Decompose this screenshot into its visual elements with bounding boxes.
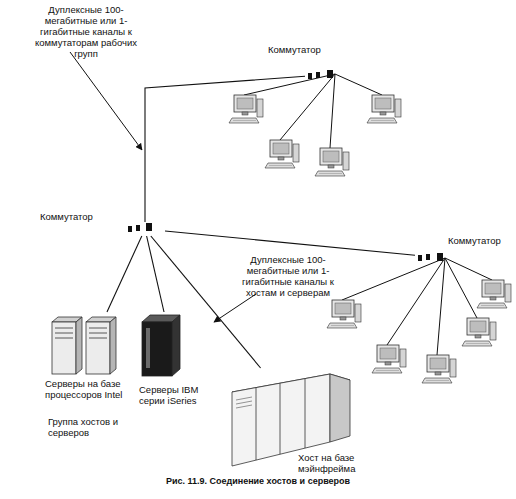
node-label: Коммутатор [268,44,348,55]
switch-box: Коммутатор [125,222,165,236]
figure-caption: Рис. 11.9. Соединение хостов и серверов [0,476,516,486]
network-link [107,236,142,312]
workstation [265,140,299,168]
server-box: Серверы на базе процессоров Intel [45,312,125,408]
workstation [422,355,456,383]
callout-note: Дуплексные 100-мегабитные или 1-гигабитн… [234,254,342,298]
workstation [477,280,511,308]
network-link [151,236,261,368]
workstation-wires [244,74,492,355]
switch-box: Коммутатор [305,68,341,82]
intel-server-icon [52,317,116,374]
workstation [372,345,406,373]
switch-box: Коммутатор [415,250,451,264]
callout-note: Дуплексные 100-мегабитные или 1-гигабитн… [30,4,142,59]
network-link [145,76,305,222]
node-label: Коммутатор [40,211,110,222]
workstation [462,318,496,346]
node-label: Серверы на базе процессоров Intel [45,378,125,400]
switch-symbol [128,70,443,261]
network-link [147,236,164,312]
workstation [327,300,361,328]
node-label: Хост на базе мэйнфрейма [298,452,383,474]
workstation [367,95,401,123]
node-label: Серверы IBM серии iSeries [139,384,215,406]
workstation [315,148,349,176]
server-box: Серверы IBM серии iSeries [135,312,215,408]
group-label: Группа хостов и серверов [48,416,128,438]
mainframe-box: Хост на базе мэйнфрейма [228,368,383,476]
node-label: Коммутатор [448,235,516,246]
workstation [229,95,263,123]
callout-arrow [70,52,256,322]
network-link [165,231,415,255]
iseries-server-icon [142,315,180,376]
